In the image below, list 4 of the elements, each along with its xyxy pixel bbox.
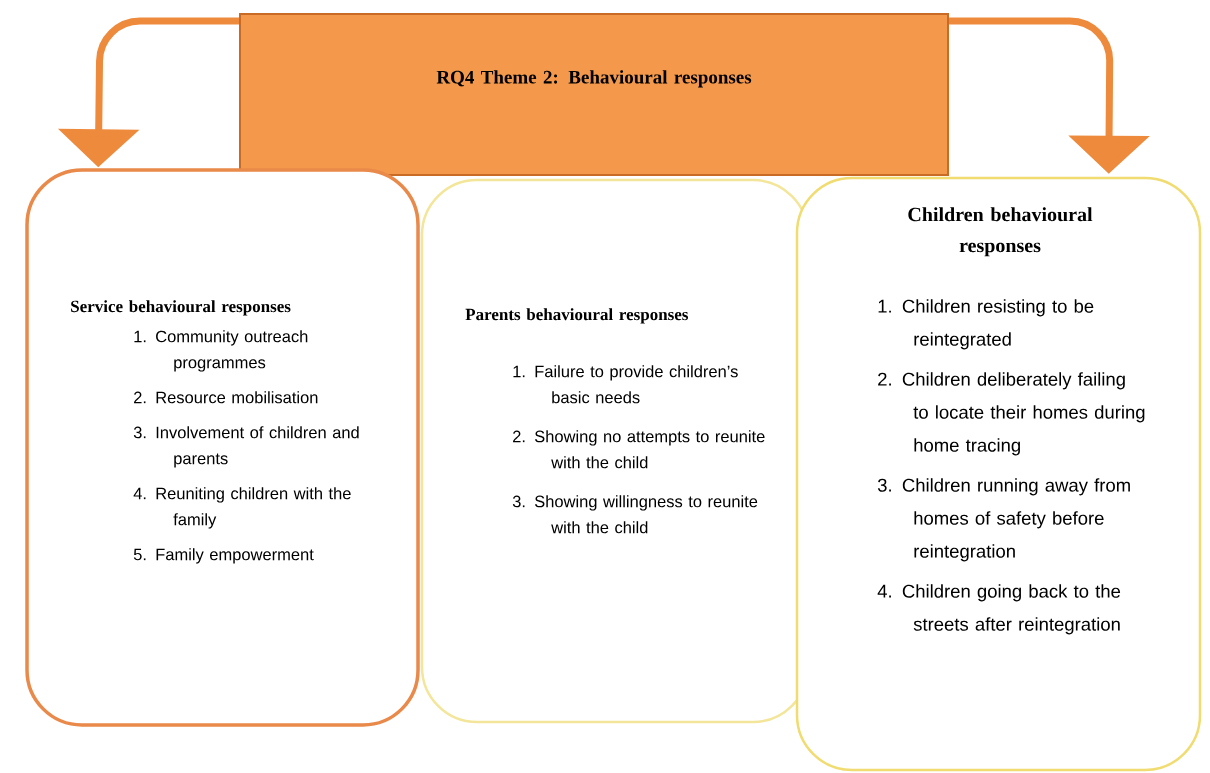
response-box: Children behavioural responses 1. Children resisting to be reintegrated 2. Children deliberately failing to locate their homes during home tracing 3. Children running away from homes of safety before reintegration 4. Children going back to the streets after reintegration	[795, 176, 1202, 772]
title-box: RQ4 Theme 2: Behavioural responses	[239, 13, 949, 176]
response-box: Parents behavioural responses 1. Failure to provide children’s basic needs 2. Showing no attempts to reunite with the child 3. Showing willingness to reunite with the child	[420, 178, 810, 724]
response-box: Service behavioural responses 1. Community outreach programmes 2. Resource mobilisation 3. Involvement of children and parents 4. Reuniting children with the family 5. Family empowerment	[25, 168, 420, 727]
